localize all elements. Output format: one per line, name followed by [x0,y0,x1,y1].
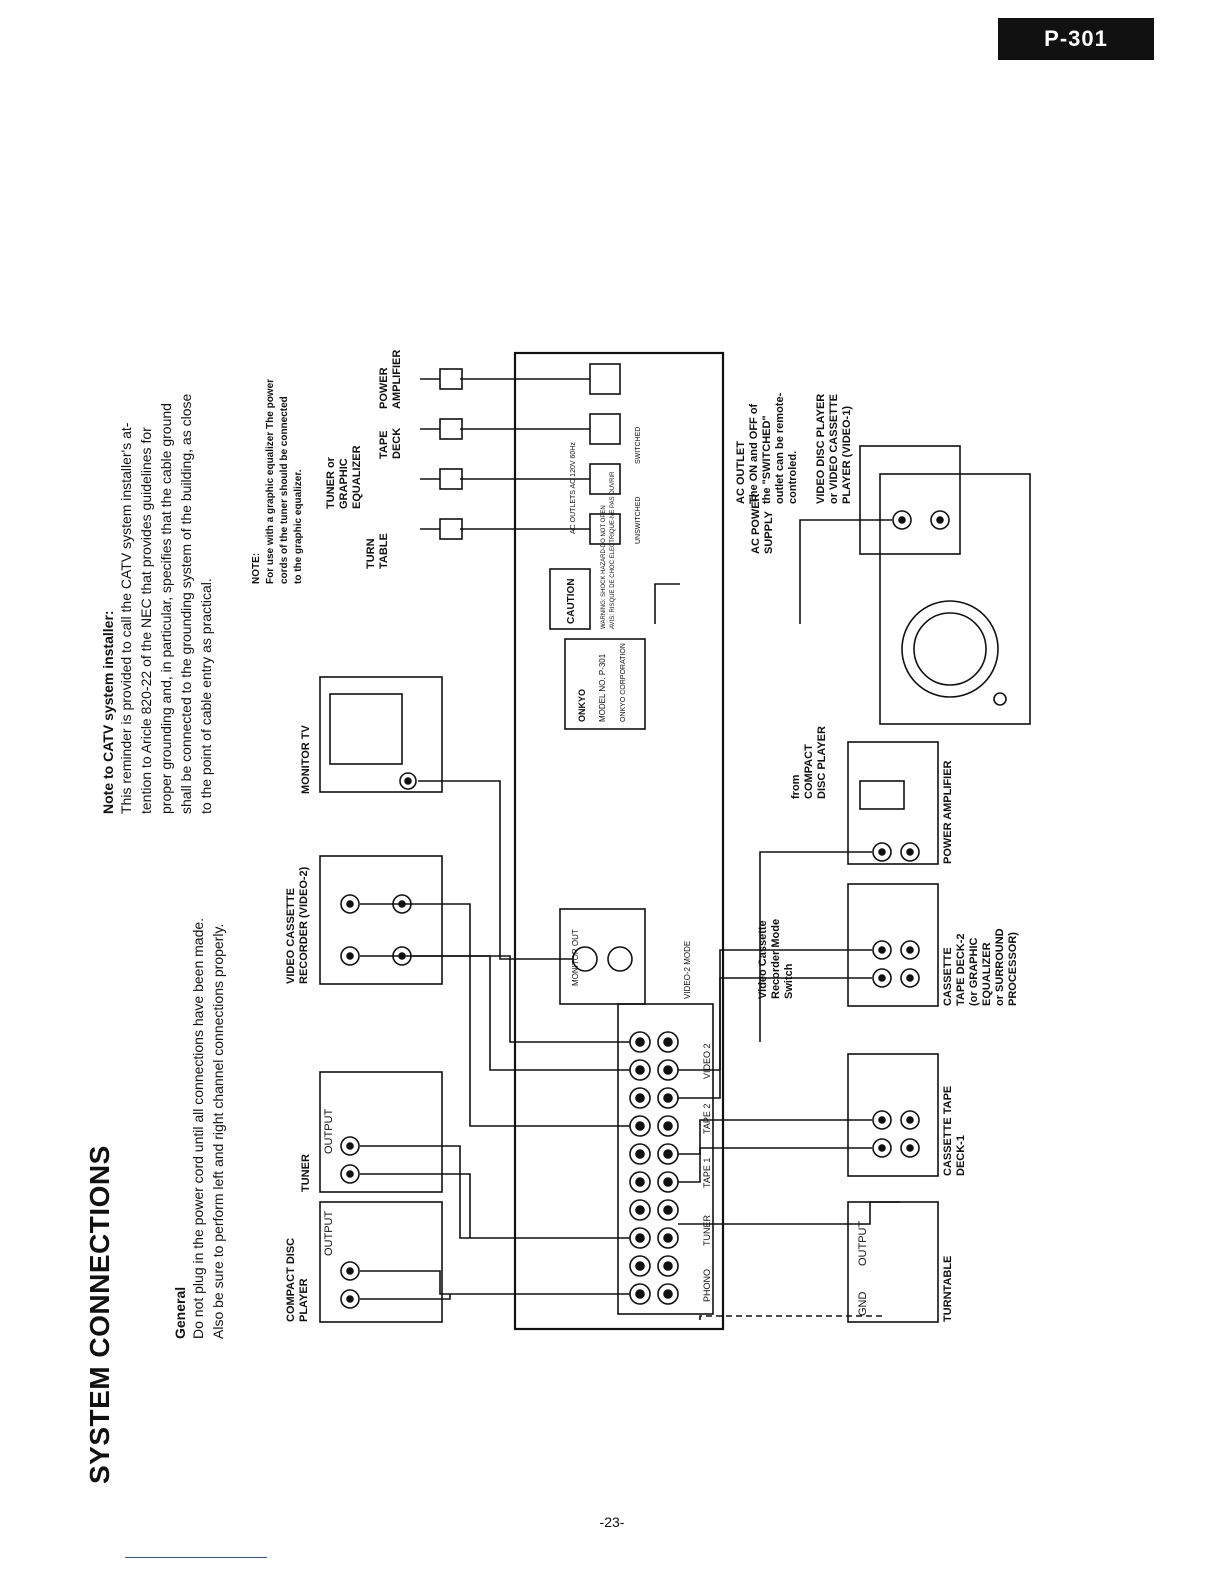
turntable-output-label: OUTPUT [857,1221,869,1267]
deck1-jack-2 [900,1138,920,1158]
deck2-box [847,883,939,1007]
page-number: -23- [599,1514,625,1530]
power-amp-jack-r [900,842,920,862]
footer-link-line [125,1557,267,1558]
plate-onkyo: ONKYO [577,689,587,722]
monitor-out-panel [559,908,646,1005]
tuner-box [319,1071,443,1193]
panel-phono-label: PHONO [702,1269,712,1302]
panel-video2-label: VIDEO 2 [702,1043,712,1079]
power-amp-jack-l [872,842,892,862]
panel-tape2-label: TAPE 2 [702,1104,712,1134]
monitor-tv-box [319,676,443,793]
caution-text: CAUTION [566,578,577,624]
deck2-jack-4 [900,940,920,960]
power-amp-box [847,741,939,865]
deck1-jack-3 [872,1110,892,1130]
cd-jack-l [340,1261,360,1281]
power-button [993,692,1007,706]
power-amp-switch [859,780,905,810]
signal-wires [360,519,900,1300]
model-plate [564,638,646,730]
vcr2-box [319,855,443,985]
tuner-output-label: OUTPUT [323,1109,335,1155]
monitor-video-jack [399,772,417,790]
cd-output-label: OUTPUT [323,1211,335,1257]
video2-jack [607,946,633,972]
tuner-jack-l [340,1136,360,1156]
page-badge: P-301 [998,18,1154,60]
power-plugs [420,368,590,540]
deck1-jack-4 [900,1110,920,1130]
panel-tape1-label: TAPE 1 [702,1158,712,1188]
deck2-jack-3 [872,940,892,960]
monitor-screen [329,693,403,765]
deck2-jack-1 [872,968,892,988]
warning-text: WARNING: SHOCK HAZARD-DO NOT OPEN [601,505,607,629]
panel-tuner-label: TUNER [702,1215,712,1246]
tuner-jack-r [340,1164,360,1184]
switched-text: SWITCHED [635,427,642,464]
jack-panel-outline [617,1003,714,1315]
panel-monitor-out-label: MONITOR OUT [571,929,580,986]
panel-video2-mode-label: VIDEO-2 MODE [683,941,692,999]
unswitched-text: UNSWITCHED [635,497,642,544]
avis-text: AVIS: RISQUE DE CHOC ELECTRIQUE-NE PAS O… [610,471,616,629]
vcr-out-video-jack [340,946,360,966]
caution-label [549,568,591,630]
deck2-jack-2 [900,968,920,988]
cd-jack-r [340,1289,360,1309]
cd-player-box [319,1201,443,1323]
plate-corp: ONKYO CORPORATION [620,643,627,722]
receiver-input-jacks [629,1031,679,1305]
turntable-gnd-label: GND [857,1292,869,1317]
ground-wire [699,1315,882,1322]
vdp-video-jack [892,510,912,530]
deck1-jack-1 [872,1138,892,1158]
ac-power-cord [654,583,680,624]
deck1-box [847,1053,939,1177]
plate-model: MODEL NO. P-301 [598,653,607,722]
receiver-rear-panel [513,351,725,1331]
vdp-audio-jack [930,510,950,530]
volume-knob [901,600,999,698]
receiver-front-panel [879,473,1031,725]
ac-outlets-text: AC OUTLETS AC 120V 60Hz [570,442,577,534]
vdp-box [859,445,961,555]
vcr-in-video-jack [340,894,360,914]
